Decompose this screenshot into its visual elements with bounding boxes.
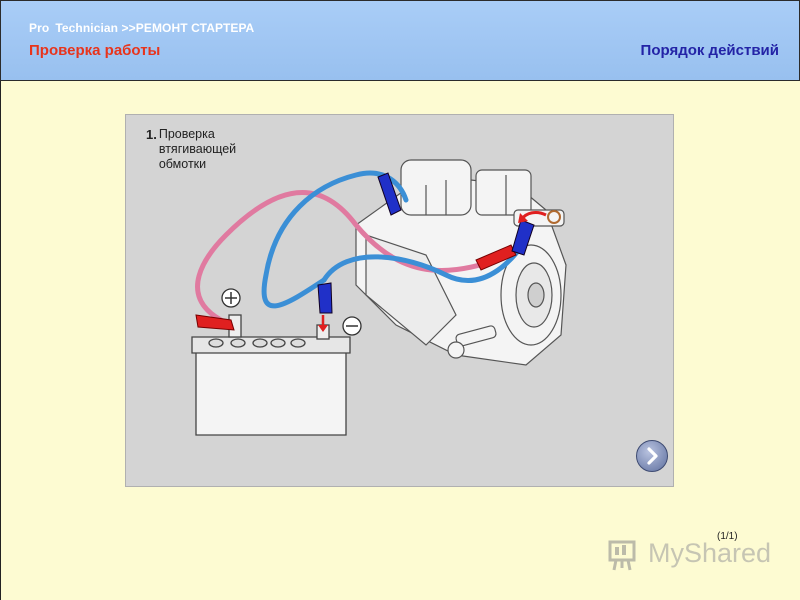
next-button[interactable] xyxy=(636,440,668,472)
figure-panel xyxy=(125,114,674,487)
terminal-ring xyxy=(547,210,561,224)
step-number: 1. xyxy=(146,127,157,142)
page-counter: (1/1) xyxy=(717,531,738,542)
left-divider xyxy=(0,81,1,600)
watermark-logo: MyShared xyxy=(606,534,776,574)
breadcrumb-path[interactable]: Technician >>РЕМОНТ СТАРТЕРА xyxy=(55,21,255,35)
blue-clip-battery xyxy=(317,282,333,314)
breadcrumb-brand: Pro xyxy=(29,21,50,35)
step-caption: 1.Проверка втягивающей обмотки xyxy=(146,127,236,172)
battery xyxy=(191,314,351,436)
red-clip-battery xyxy=(195,314,235,331)
blue-clip-upper xyxy=(377,172,402,216)
breadcrumb: Pro Technician >>РЕМОНТ СТАРТЕРА xyxy=(29,21,260,35)
chevron-right-icon xyxy=(647,447,658,465)
step-text: Проверка втягивающей обмотки xyxy=(158,127,237,171)
red-clip-starter xyxy=(475,244,517,271)
section-title: Проверка работы xyxy=(29,42,161,59)
header-bar: Pro Technician >>РЕМОНТ СТАРТЕРА Проверка… xyxy=(0,0,800,81)
watermark-text: MyShared xyxy=(648,538,772,568)
starter-test-illustration xyxy=(191,159,567,436)
blue-clip-terminal xyxy=(511,219,535,256)
procedure-link[interactable]: Порядок действий xyxy=(640,42,779,59)
presentation-board-icon xyxy=(608,540,636,571)
blue-cable-lower xyxy=(321,237,529,283)
